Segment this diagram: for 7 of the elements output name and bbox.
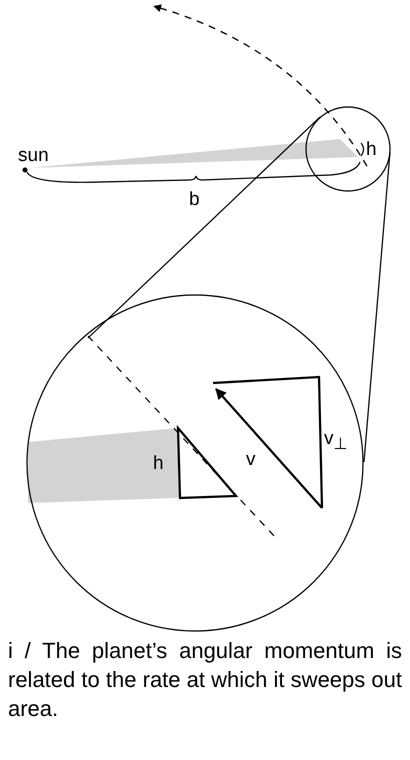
height-label: h [366, 140, 377, 159]
height-label: h [153, 454, 164, 473]
figure-caption: i / The planet’s angular momentum is related to the rate at which it sweeps out area. [8, 637, 402, 723]
distance-label: b [189, 190, 200, 209]
planet-label: sun [18, 146, 49, 165]
velocity-component-label: v$_{⊥}$ [324, 429, 348, 453]
velocity-label: v [246, 450, 256, 469]
